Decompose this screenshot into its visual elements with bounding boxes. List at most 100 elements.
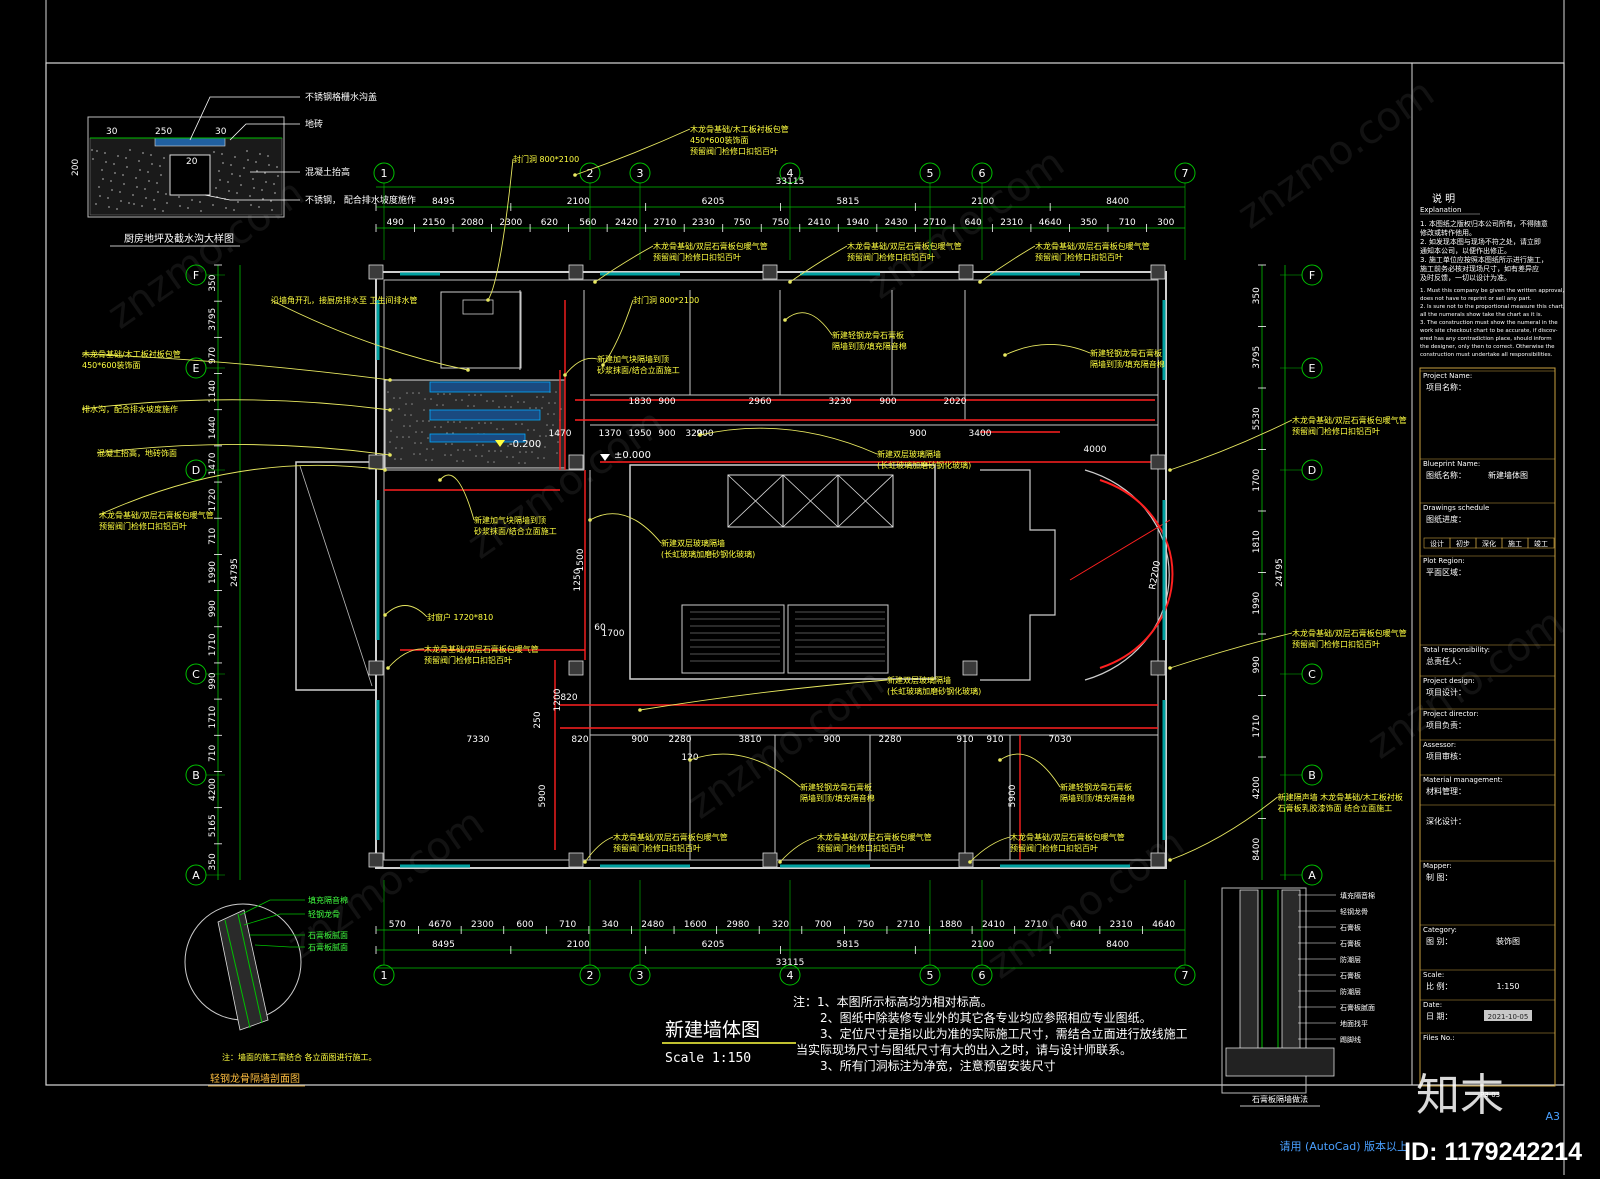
interior-dim: 900 — [631, 735, 648, 745]
title-block-field-label: 深化设计： — [1426, 816, 1466, 826]
hatch-dot — [416, 420, 418, 422]
structural-column — [962, 660, 978, 676]
annotation-leader — [999, 753, 1061, 788]
hatch-dot — [506, 456, 508, 458]
annotation-text: 石膏板乳胶漆饰面 结合立面施工 — [1278, 803, 1393, 813]
grid-label: D — [1308, 464, 1316, 477]
hatch-dot — [398, 408, 400, 410]
annotation-text: 预留阀门检修口扣铝百叶 — [1292, 426, 1380, 436]
annotation-leader — [487, 158, 514, 301]
hatch-dot — [276, 166, 278, 168]
hatch-dot — [552, 424, 554, 426]
detail-partition-label: 石膏板腻面 — [308, 930, 348, 940]
title-block-field-en: Total responsibility: — [1422, 646, 1490, 654]
hatch-dot — [165, 193, 167, 195]
hatch-dot — [521, 423, 523, 425]
hatch-dot — [105, 161, 107, 163]
grid-label: 2 — [587, 167, 594, 180]
schedule-cell-label: 施工 — [1508, 539, 1522, 548]
hatch-dot — [542, 396, 544, 398]
leader-dot — [778, 860, 782, 864]
grid-label: 3 — [637, 969, 644, 982]
grid-label: 7 — [1182, 167, 1189, 180]
dim-value: 5530 — [1252, 407, 1262, 430]
hatch-dot — [159, 165, 161, 167]
hatch-dot — [405, 403, 407, 405]
grid-label: 5 — [927, 167, 934, 180]
annotation-leader — [384, 605, 428, 618]
title-block-field-label: 平面区域： — [1426, 567, 1466, 577]
annotation-text: 砂浆抹面/结合立面施工 — [597, 365, 680, 375]
hatch-dot — [512, 456, 514, 458]
hatch-dot — [488, 450, 490, 452]
interior-dim: 7030 — [1049, 735, 1072, 745]
annotation-text: 木龙骨基础/木工板衬板包管 — [690, 124, 789, 134]
structural-column — [568, 454, 584, 470]
detail-drain-label: 混凝土抬高 — [305, 166, 350, 178]
interior-dim: 5900 — [1008, 784, 1018, 807]
hatch-dot — [471, 427, 473, 429]
dim-value: 970 — [208, 347, 218, 364]
annotation-text: 木龙骨基础/双层石膏板包暖气管 — [1292, 415, 1407, 425]
annotation-text: (长虹玻璃加磨砂钢化玻璃) — [661, 549, 755, 559]
hatch-dot — [556, 452, 558, 454]
dim-value: 600 — [516, 920, 533, 930]
interior-dim: 3400 — [969, 429, 992, 439]
annotation-text: 预留阀门检修口扣铝百叶 — [613, 843, 701, 853]
annotation-leader — [969, 836, 1011, 863]
interior-dim: 250 — [533, 711, 543, 728]
annotation-text: 预留阀门检修口扣铝百叶 — [1292, 639, 1380, 649]
hatch-dot — [535, 407, 537, 409]
hatch-dot — [525, 451, 527, 453]
dim-value: 1440 — [208, 416, 218, 439]
interior-dim: 900 — [909, 429, 926, 439]
arc-radius — [1069, 519, 1171, 581]
annotation-text: 排水沟，配合排水坡度施作 — [82, 404, 178, 414]
hatch-dot — [99, 195, 101, 197]
sheet-number: P3-03 — [1480, 1091, 1500, 1099]
dim-value: 1710 — [1252, 715, 1262, 738]
hatch-dot — [252, 178, 254, 180]
hatch-dot — [408, 436, 410, 438]
interior-dim: 1200 — [553, 688, 563, 711]
title-block-note-en: all the numerals show take the chart as … — [1420, 312, 1543, 318]
hatch-dot — [178, 196, 180, 198]
hatch-dot — [442, 404, 444, 406]
title-block-note-en: work site checkout chart to be accurate,… — [1420, 328, 1558, 334]
dim-value: 1720 — [208, 488, 218, 511]
hatch-dot — [432, 448, 434, 450]
hatch-dot — [401, 447, 403, 449]
hatch-dot — [145, 197, 147, 199]
dim-total: 24795 — [1275, 558, 1285, 587]
wall-section — [217, 909, 269, 1031]
hatch-dot — [102, 178, 104, 180]
stair-1 — [681, 604, 785, 674]
sheet-size-tag: A3 — [1545, 1110, 1560, 1123]
windows — [376, 272, 1166, 868]
annotation-text: 木龙骨基础/双层石膏板包暖气管 — [653, 241, 768, 251]
detail-drain-section: 30 250 30 20 200 不锈钢格栅水沟盖 地砖 混凝土抬高 不锈钢， … — [71, 91, 416, 247]
hatch-dot — [515, 423, 517, 425]
interior-dim: 2280 — [879, 735, 902, 745]
hatch-dot — [444, 454, 446, 456]
hatch-dot — [265, 181, 267, 183]
structural-column — [368, 264, 384, 280]
hatch-dot — [160, 174, 162, 176]
leader — [243, 913, 305, 926]
hatch-dot — [227, 181, 229, 183]
schedule-cell-label: 设计 — [1430, 539, 1444, 548]
hatch-dot — [154, 208, 156, 210]
hatch-dot — [519, 451, 521, 453]
kitchen-raised-floor — [384, 379, 566, 469]
hatch-dot — [531, 451, 533, 453]
hatch-dot — [511, 395, 513, 397]
note-line: 2、图纸中除装修专业外的其它各专业均应参照相应专业图纸。 — [820, 1010, 1152, 1025]
hatch-dot — [478, 422, 480, 424]
annotation-leader — [98, 464, 386, 516]
dim-value: 2100 — [567, 197, 590, 207]
grid-label: E — [1309, 362, 1316, 375]
hatch-dot — [490, 422, 492, 424]
hatch-dot — [179, 205, 181, 207]
hatch-dot — [147, 171, 149, 173]
dim-total: 24795 — [230, 558, 240, 587]
